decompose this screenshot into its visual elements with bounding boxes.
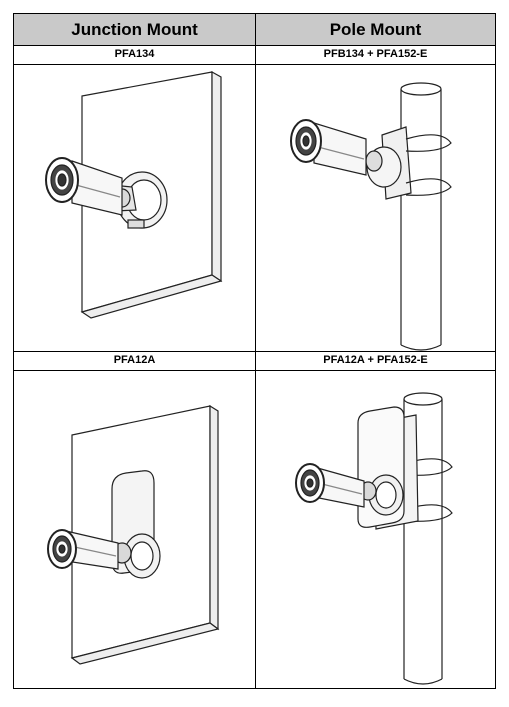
mount-table: Junction Mount Pole Mount PFA134 PFB134 … — [13, 13, 496, 689]
pole-mount-illustration — [256, 65, 495, 351]
label-pfa12a-pfa152e: PFA12A + PFA152-E — [323, 354, 428, 366]
row-divider — [14, 370, 495, 371]
pfa12a-pole-mount-illustration — [256, 371, 495, 688]
label-pfa134: PFA134 — [114, 48, 155, 60]
header-junction-mount: Junction Mount — [71, 20, 198, 39]
pfa12a-wall-mount-illustration — [14, 371, 255, 688]
table-header — [14, 14, 495, 45]
label-pfb134-pfa152e: PFB134 + PFA152-E — [323, 48, 428, 60]
header-pole-mount: Pole Mount — [329, 20, 422, 39]
row-divider — [14, 351, 495, 352]
label-pfa12a: PFA12A — [113, 354, 156, 366]
row-divider — [14, 45, 495, 46]
junction-mount-wall-illustration — [14, 65, 255, 351]
row-divider — [14, 64, 495, 65]
